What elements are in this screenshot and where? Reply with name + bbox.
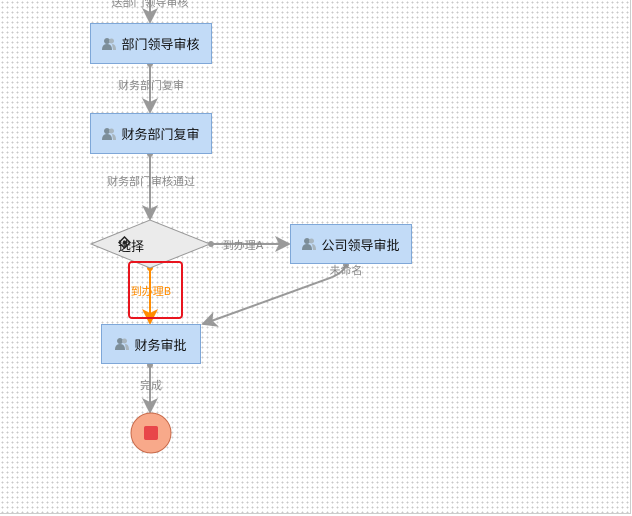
task-finance-approval[interactable]: 财务审批	[101, 324, 201, 364]
users-icon	[302, 238, 317, 250]
selection-highlight	[128, 261, 183, 319]
task-label: 公司领导审批	[321, 238, 400, 254]
task-label: 财务审批	[134, 338, 187, 354]
edge-label: 送部门领导审核	[111, 0, 189, 9]
gateway-icon	[118, 236, 131, 249]
edge-label-selected: 到办理B	[130, 285, 172, 298]
users-icon	[115, 338, 130, 350]
task-label: 部门领导审核	[121, 38, 200, 53]
edge-unnamed[interactable]	[201, 263, 347, 327]
edge-label: 财务部门审核通过	[107, 175, 195, 188]
users-icon	[102, 127, 117, 140]
task-dept-leader[interactable]: 部门领导审核	[90, 23, 212, 64]
users-icon	[102, 37, 117, 50]
choice-gateway[interactable]: 选择	[118, 236, 144, 255]
edge-label: 到办理A	[222, 239, 264, 252]
task-label: 财务部门复审	[121, 128, 200, 143]
task-finance-dept[interactable]: 财务部门复审	[90, 113, 212, 154]
choice-gateway-shape[interactable]	[89, 219, 212, 269]
edge-label: 未命名	[329, 264, 363, 277]
edge-label: 财务部门复审	[118, 79, 184, 92]
task-company-leader[interactable]: 公司领导审批	[290, 224, 412, 264]
edge-label: 完成	[140, 379, 162, 392]
stop-icon	[144, 426, 158, 440]
